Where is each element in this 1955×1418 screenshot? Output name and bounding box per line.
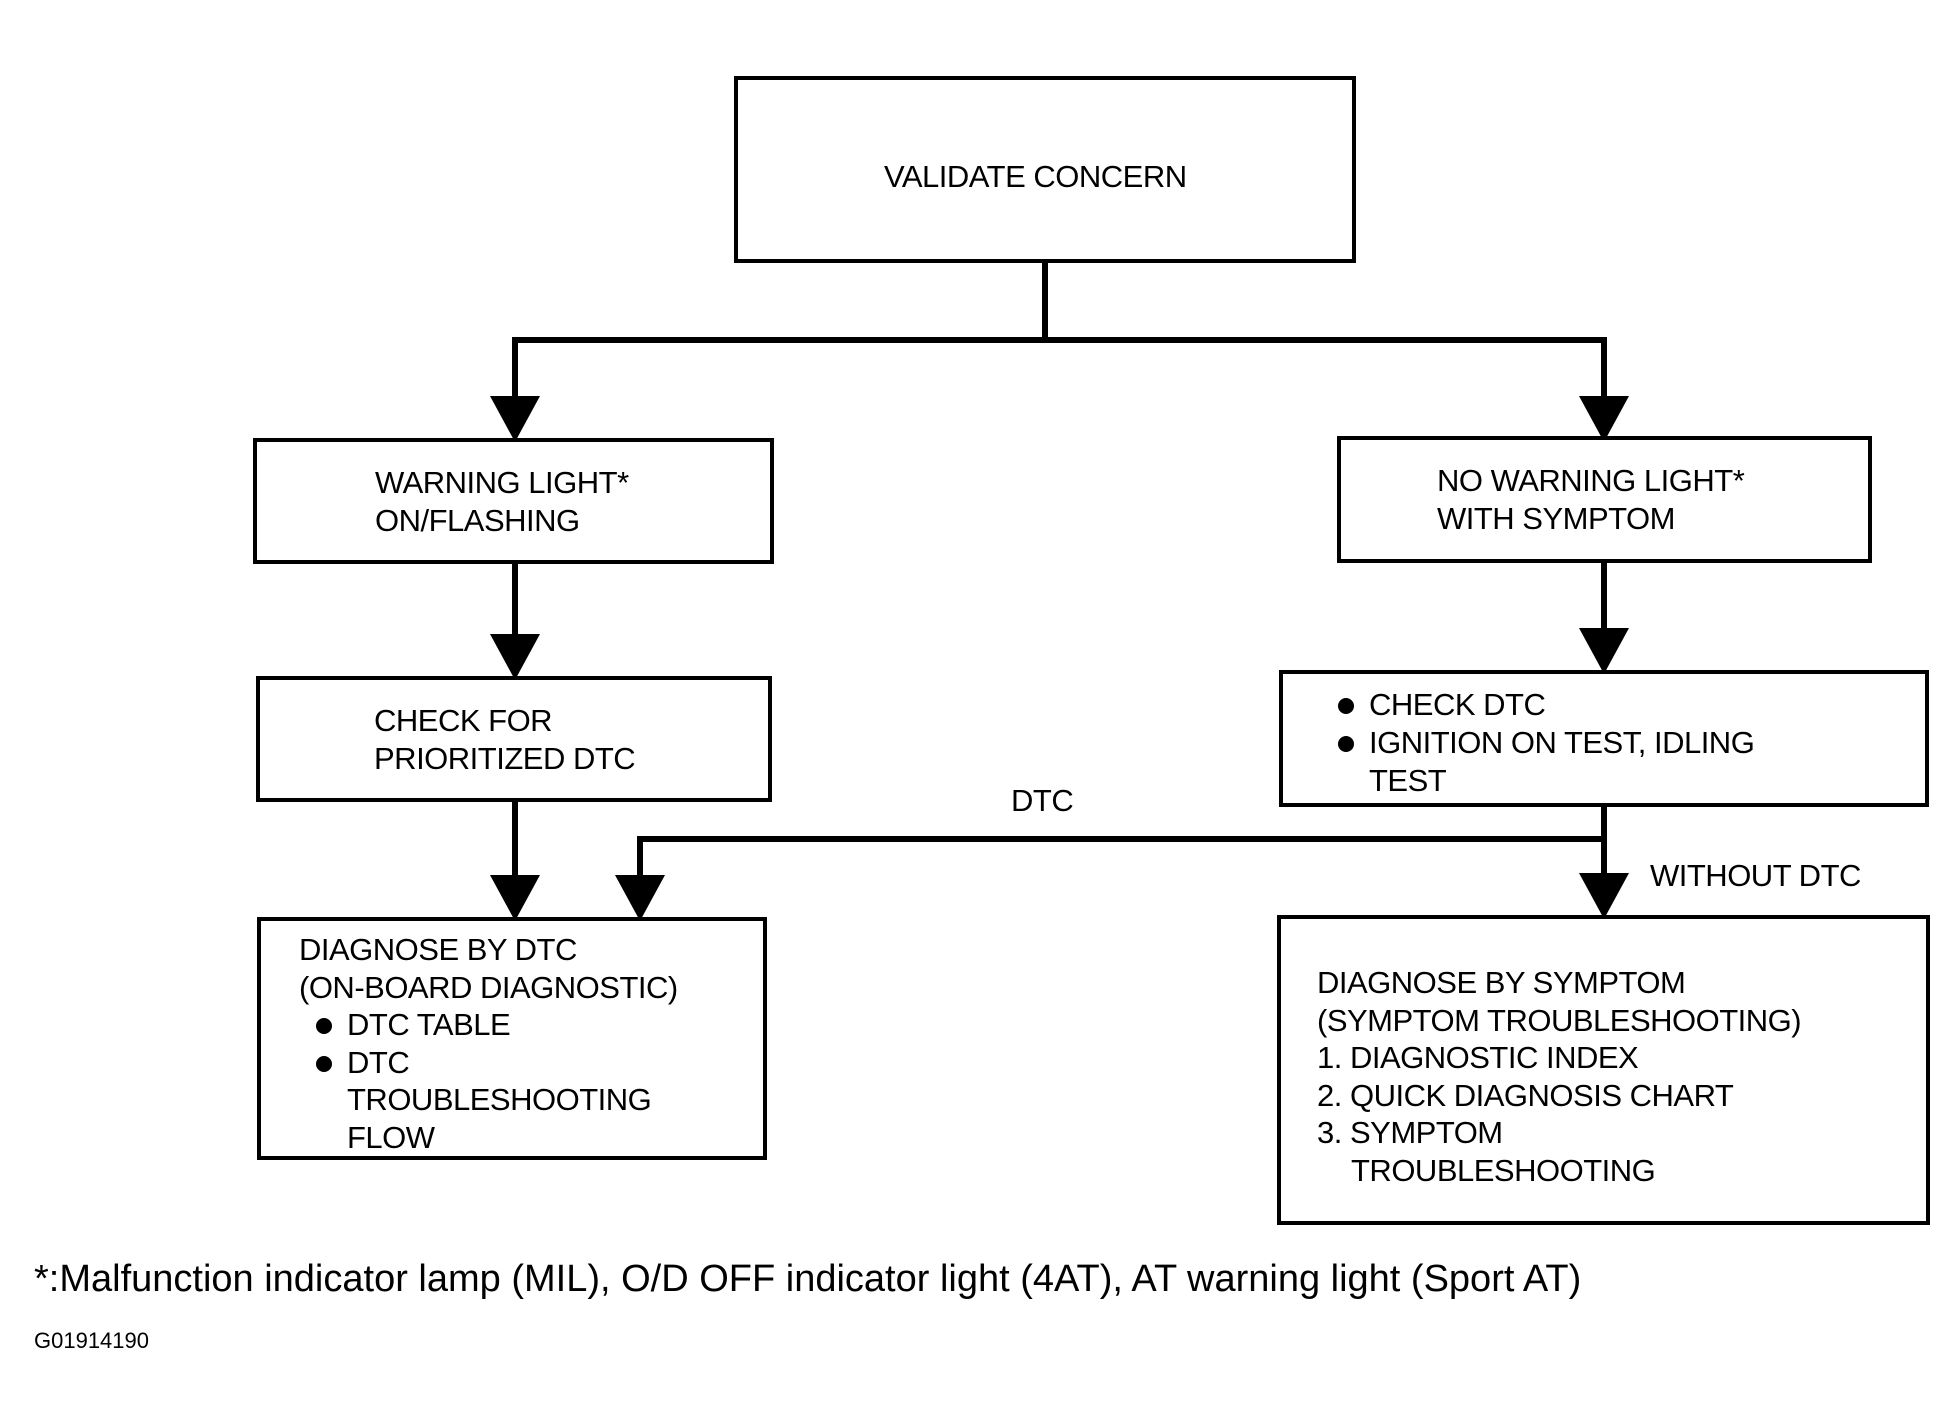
node-text-line: ON/FLASHING bbox=[375, 503, 580, 538]
node-bullet-continuation: TROUBLESHOOTING bbox=[347, 1082, 652, 1117]
node-text-line: WITH SYMPTOM bbox=[1437, 501, 1675, 536]
node-text-line: DIAGNOSE BY SYMPTOM bbox=[1317, 965, 1686, 1000]
node-text-line: TROUBLESHOOTING bbox=[1351, 1153, 1656, 1188]
node-text-line: DIAGNOSE BY DTC bbox=[299, 932, 577, 967]
node-no-warning-light: NO WARNING LIGHT* WITH SYMPTOM bbox=[1337, 436, 1872, 563]
arrowhead-to-warning bbox=[490, 396, 540, 442]
node-text-line: 2. QUICK DIAGNOSIS CHART bbox=[1317, 1078, 1734, 1113]
node-check-prioritized-dtc: CHECK FOR PRIORITIZED DTC bbox=[256, 676, 772, 802]
node-bullet-item: CHECK DTC bbox=[1369, 687, 1546, 722]
bullet-icon bbox=[316, 1018, 332, 1034]
bullet-icon bbox=[316, 1056, 332, 1072]
node-text-line: (ON-BOARD DIAGNOSTIC) bbox=[299, 970, 678, 1005]
node-text-line: NO WARNING LIGHT* bbox=[1437, 463, 1745, 498]
bullet-icon bbox=[1338, 698, 1354, 714]
node-text-line: PRIORITIZED DTC bbox=[374, 741, 636, 776]
arrowhead-dtc-branch bbox=[615, 875, 665, 921]
node-text-line: 3. SYMPTOM bbox=[1317, 1115, 1503, 1150]
node-bullet-continuation: TEST bbox=[1369, 763, 1447, 798]
arrowhead-to-diagnose-symptom bbox=[1579, 873, 1629, 919]
edge-label-without-dtc: WITHOUT DTC bbox=[1650, 858, 1861, 893]
node-diagnose-by-symptom: DIAGNOSE BY SYMPTOM (SYMPTOM TROUBLESHOO… bbox=[1277, 915, 1930, 1225]
node-warning-light: WARNING LIGHT* ON/FLASHING bbox=[253, 438, 774, 564]
node-validate-concern: VALIDATE CONCERN bbox=[734, 76, 1356, 263]
footnote: *:Malfunction indicator lamp (MIL), O/D … bbox=[34, 1258, 1582, 1300]
node-text-line: (SYMPTOM TROUBLESHOOTING) bbox=[1317, 1003, 1802, 1038]
node-text-line: VALIDATE CONCERN bbox=[884, 159, 1187, 194]
node-bullet-item: IGNITION ON TEST, IDLING bbox=[1369, 725, 1755, 760]
node-check-dtc: CHECK DTC IGNITION ON TEST, IDLING TEST bbox=[1279, 670, 1929, 807]
arrowhead-to-check-prioritized bbox=[490, 634, 540, 680]
node-text-line: CHECK FOR bbox=[374, 703, 553, 738]
node-bullet-item: DTC bbox=[347, 1045, 410, 1080]
figure-id: G01914190 bbox=[34, 1328, 149, 1353]
arrowhead-to-no-warning bbox=[1579, 396, 1629, 442]
node-diagnose-by-dtc: DIAGNOSE BY DTC (ON-BOARD DIAGNOSTIC) DT… bbox=[257, 917, 767, 1160]
arrowhead-to-diagnose-dtc bbox=[490, 875, 540, 921]
edge-label-dtc: DTC bbox=[1011, 783, 1074, 818]
node-bullet-continuation: FLOW bbox=[347, 1120, 435, 1155]
node-bullet-item: DTC TABLE bbox=[347, 1007, 511, 1042]
bullet-icon bbox=[1338, 736, 1354, 752]
node-text-line: 1. DIAGNOSTIC INDEX bbox=[1317, 1040, 1639, 1075]
arrowhead-to-check-dtc bbox=[1579, 628, 1629, 674]
node-text-line: WARNING LIGHT* bbox=[375, 465, 629, 500]
